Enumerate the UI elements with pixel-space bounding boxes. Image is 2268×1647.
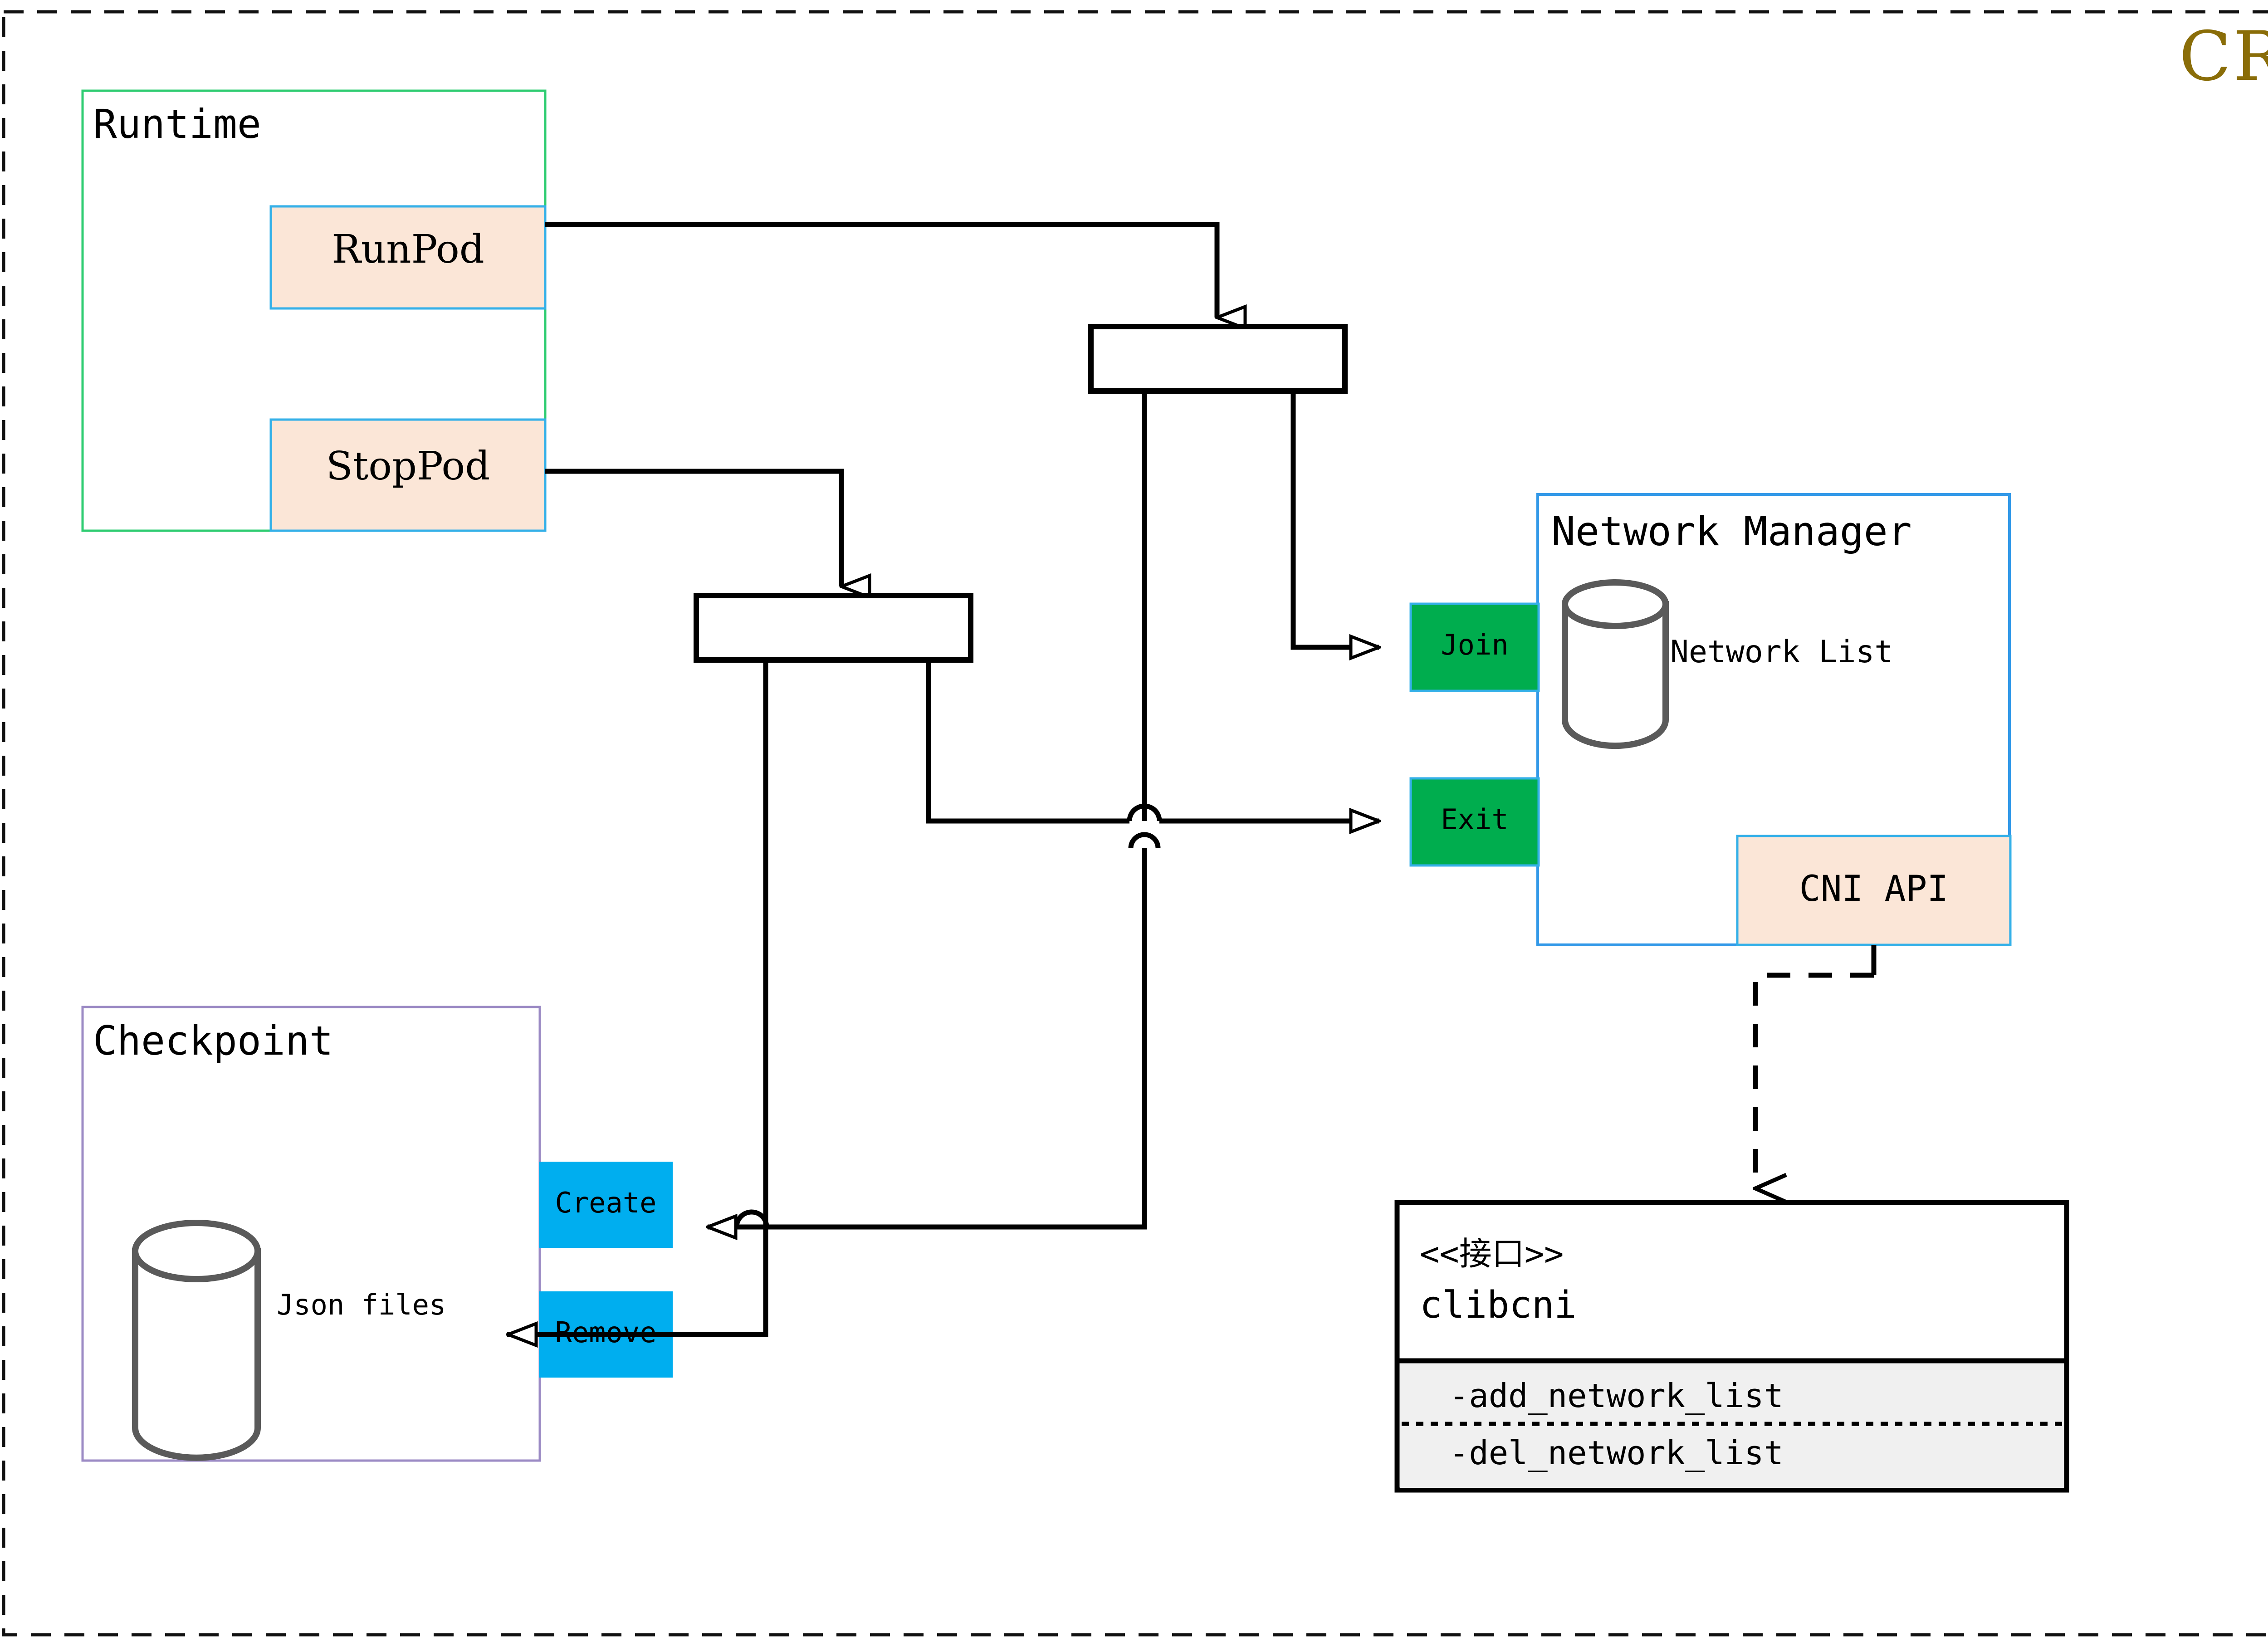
json-files-label: Json files [277, 1288, 446, 1321]
json-files-cylinder-icon [132, 1220, 261, 1461]
clibcni-name: clibcni [1420, 1284, 1577, 1327]
group-runtime-label: Runtime [93, 101, 261, 147]
runpod-label: RunPod [332, 227, 484, 272]
join-box[interactable] [1409, 602, 1540, 692]
exit-label: Exit [1441, 803, 1509, 836]
edge-fork-runpod-trunk-hop [1128, 832, 1161, 849]
edge-runpod-to-fork [545, 222, 1217, 318]
edge-cniapi-to-clibcni-dashed [1755, 973, 1874, 1188]
clibcni-method-add: -add_network_list [1449, 1377, 1784, 1415]
clibcni-method-del: -del_network_list [1449, 1434, 1784, 1472]
network-list-cylinder-icon [1562, 579, 1669, 749]
exit-box[interactable] [1409, 777, 1540, 867]
edge-fork-runpod-to-join [1290, 391, 1379, 647]
network-list-label: Network List [1670, 634, 1893, 670]
edge-fork-stoppod-to-remove [507, 660, 768, 1337]
edge-fork-stoppod-to-exit-hop [1127, 803, 1162, 821]
edge-fork-runpod-trunk-lower [735, 848, 1147, 1230]
create-box[interactable] [539, 1162, 673, 1248]
fork-bar-runpod [1088, 324, 1348, 394]
group-checkpoint-label: Checkpoint [93, 1017, 333, 1064]
create-label: Create [555, 1186, 657, 1219]
cni-api-label: CNI API [1799, 869, 1949, 909]
clibcni-stereotype: <<接口>> [1420, 1235, 1564, 1273]
edge-stoppod-to-fork [545, 469, 841, 586]
outer-dashed-frame [2, 10, 2268, 1637]
page-title: CRI [2179, 17, 2268, 96]
remove-label: Remove [555, 1316, 657, 1349]
fork-bar-stoppod [694, 593, 973, 663]
runpod-box[interactable] [269, 205, 547, 310]
edge-fork-stoppod-to-exit-a [926, 660, 1129, 824]
stoppod-box[interactable] [269, 418, 547, 532]
group-network-manager-label: Network Manager [1551, 508, 1912, 555]
stoppod-label: StopPod [326, 444, 490, 489]
join-label: Join [1441, 628, 1509, 661]
